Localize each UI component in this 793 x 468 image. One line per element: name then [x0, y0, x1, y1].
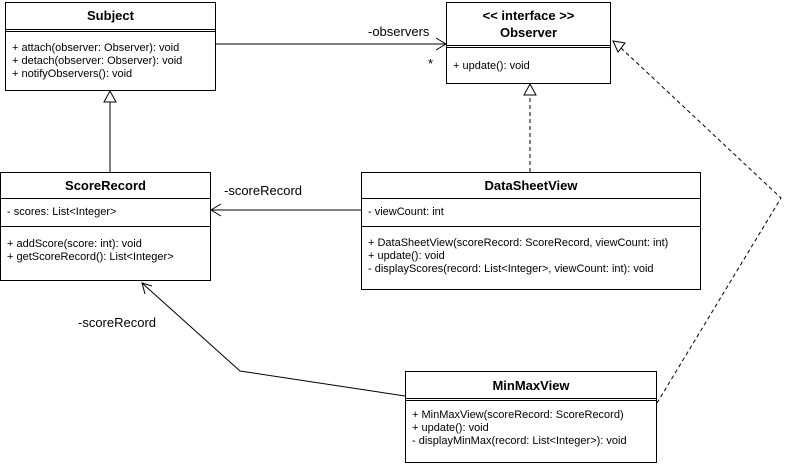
- methods-section: + MinMaxView(scoreRecord: ScoreRecord) +…: [406, 401, 656, 452]
- methods-section: + update(): void: [447, 48, 610, 77]
- class-subject[interactable]: Subject + attach(observer: Observer): vo…: [5, 2, 216, 91]
- role-label-observers: -observers: [368, 24, 430, 39]
- attributes-section: - scores: List<Integer>: [1, 199, 210, 227]
- attribute: - viewCount: int: [368, 206, 444, 218]
- method: + update(): void: [412, 422, 489, 434]
- method: + update(): void: [368, 250, 445, 262]
- method: + notifyObservers(): void: [12, 68, 133, 80]
- role-label-scorerecord-datasheet: -scoreRecord: [224, 183, 303, 198]
- attribute: - scores: List<Integer>: [7, 206, 117, 218]
- open-arrowhead-scorerecord-1: [210, 203, 222, 217]
- class-title: DataSheetView: [484, 178, 578, 193]
- method: + getScoreRecord(): List<Integer>: [7, 251, 174, 263]
- hollow-triangle-observer-right: [612, 40, 626, 53]
- open-arrowhead-scorerecord-2: [141, 282, 153, 295]
- multiplicity-label: *: [428, 56, 434, 71]
- class-scorerecord[interactable]: ScoreRecord - scores: List<Integer> + ad…: [0, 172, 211, 281]
- class-name: ScoreRecord: [1, 173, 210, 199]
- class-title: ScoreRecord: [65, 178, 146, 193]
- method: + addScore(score: int): void: [7, 238, 142, 250]
- class-name: << interface >> Observer: [447, 3, 610, 48]
- class-name: Subject: [6, 3, 215, 32]
- association-minmaxview-scorerecord: [141, 282, 406, 397]
- class-name: MinMaxView: [406, 372, 656, 401]
- method: + DataSheetView(scoreRecord: ScoreRecord…: [368, 237, 669, 249]
- attributes-section: - viewCount: int: [362, 199, 700, 227]
- role-label-scorerecord-minmax: -scoreRecord: [78, 315, 157, 330]
- class-minmaxview[interactable]: MinMaxView + MinMaxView(scoreRecord: Sco…: [405, 371, 657, 463]
- method: + detach(observer: Observer): void: [12, 55, 183, 67]
- class-name: DataSheetView: [362, 173, 700, 199]
- methods-section: + DataSheetView(scoreRecord: ScoreRecord…: [362, 227, 700, 280]
- hollow-triangle-observer-bottom: [523, 82, 537, 96]
- class-title: Subject: [87, 8, 134, 23]
- realization-minmaxview-observer: [620, 47, 782, 404]
- hollow-triangle-subject: [103, 89, 117, 103]
- interface-observer[interactable]: << interface >> Observer + update(): voi…: [446, 2, 611, 84]
- method: + update(): void: [453, 60, 530, 72]
- class-title: MinMaxView: [492, 378, 570, 393]
- class-title: Observer: [499, 25, 558, 40]
- method: - displayMinMax(record: List<Integer>): …: [412, 435, 627, 447]
- class-datasheetview[interactable]: DataSheetView - viewCount: int + DataShe…: [361, 172, 701, 290]
- method: + attach(observer: Observer): void: [12, 42, 180, 54]
- stereotype: << interface >>: [482, 8, 575, 23]
- methods-section: + attach(observer: Observer): void + det…: [6, 32, 215, 85]
- method: - displayScores(record: List<Integer>, v…: [368, 263, 654, 275]
- method: + MinMaxView(scoreRecord: ScoreRecord): [412, 409, 624, 421]
- methods-section: + addScore(score: int): void + getScoreR…: [1, 227, 210, 268]
